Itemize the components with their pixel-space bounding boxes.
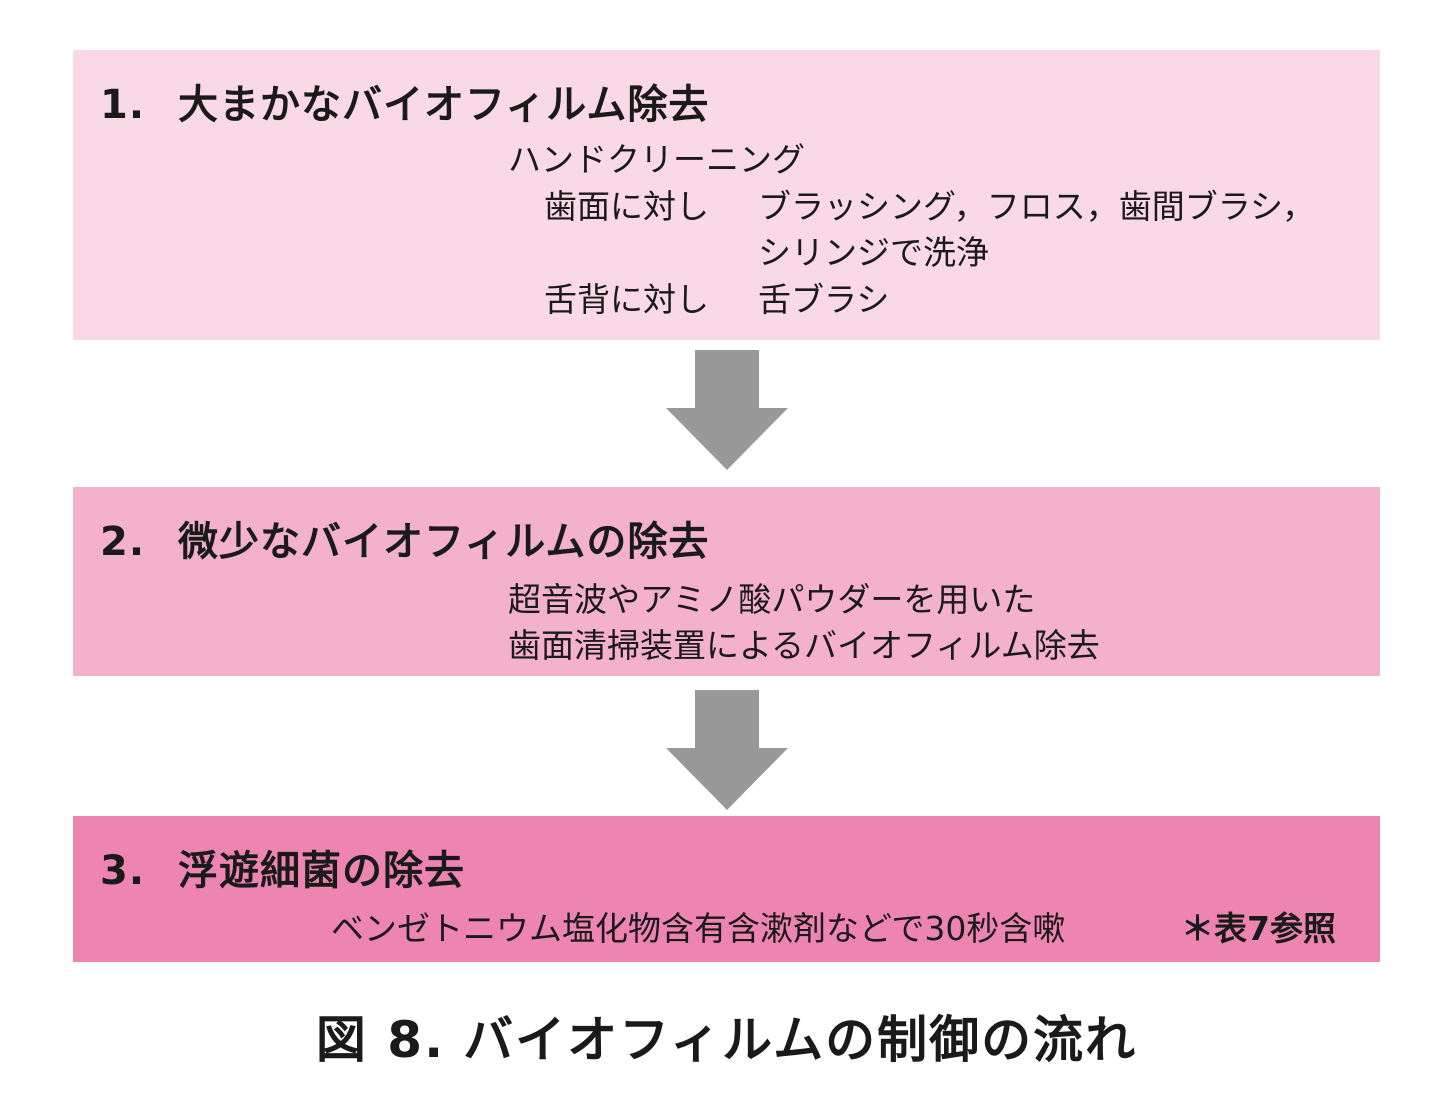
step-2-number: 2.	[100, 519, 146, 565]
step-3-line-1: ベンゼトニウム塩化物含有含漱剤などで30秒含嗽	[331, 909, 1066, 948]
down-arrow-icon	[666, 690, 788, 810]
step-1-method: ハンドクリーニング	[508, 140, 805, 179]
step-1-tooth-label: 歯面に対し	[544, 187, 709, 226]
down-arrow-icon	[666, 350, 788, 470]
arrow-1-shape	[666, 350, 788, 470]
figure-caption: 図 8. バイオフィルムの制御の流れ	[0, 1000, 1453, 1072]
step-1-tooth-tools-1: ブラッシング，フロス，歯間ブラシ，	[758, 187, 1316, 226]
step-1-box: 1. 大まかなバイオフィルム除去 ハンドクリーニング 歯面に対し ブラッシング，フ…	[73, 50, 1380, 340]
step-1-tongue-label: 舌背に対し	[544, 280, 709, 319]
step-1-number: 1.	[100, 82, 146, 128]
step-1-tooth-tools-2: シリンジで洗浄	[758, 233, 989, 272]
step-3-box: 3. 浮遊細菌の除去 ベンゼトニウム塩化物含有含漱剤などで30秒含嗽 ＊表7参照	[73, 816, 1380, 962]
figure-caption-text: バイオフィルムの制御の流れ	[463, 1011, 1138, 1069]
step-2-line-1: 超音波やアミノ酸パウダーを用いた	[508, 580, 1036, 619]
step-2-title-text: 微少なバイオフィルムの除去	[178, 519, 710, 565]
step-1-tongue-tools: 舌ブラシ	[758, 280, 890, 319]
step-3-title: 3. 浮遊細菌の除去	[100, 838, 465, 896]
step-2-line-2: 歯面清掃装置によるバイオフィルム除去	[508, 626, 1100, 665]
step-3-number: 3.	[100, 848, 146, 894]
step-1-title: 1. 大まかなバイオフィルム除去	[100, 72, 709, 130]
step-2-title: 2. 微少なバイオフィルムの除去	[100, 509, 709, 567]
step-3-note: ＊表7参照	[1181, 909, 1336, 948]
step-1-title-text: 大まかなバイオフィルム除去	[178, 82, 710, 128]
figure-label: 図 8.	[315, 1011, 446, 1069]
step-2-box: 2. 微少なバイオフィルムの除去 超音波やアミノ酸パウダーを用いた 歯面清掃装置に…	[73, 487, 1380, 676]
step-3-title-text: 浮遊細菌の除去	[178, 848, 465, 894]
arrow-2-shape	[666, 690, 788, 810]
